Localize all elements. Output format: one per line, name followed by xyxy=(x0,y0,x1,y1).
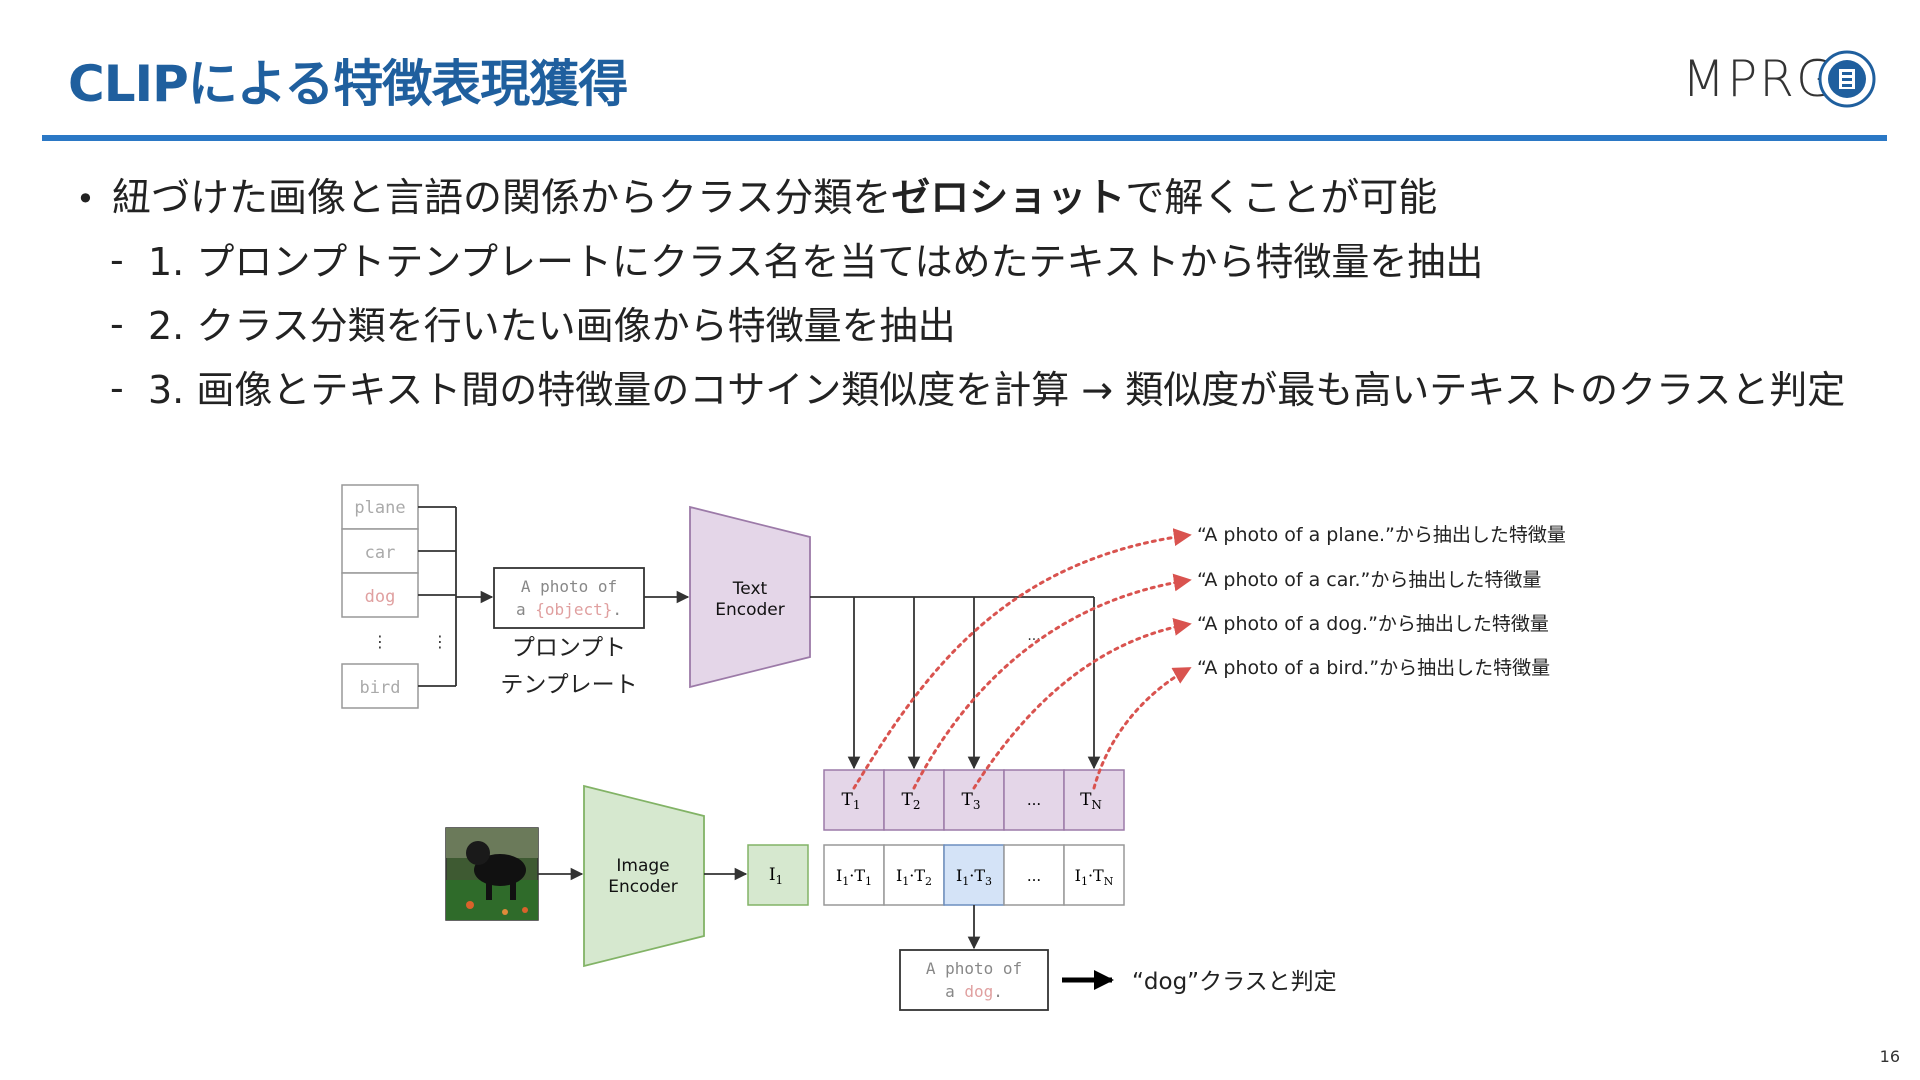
bullet-dot: • xyxy=(76,180,95,218)
text-encoder xyxy=(689,505,811,689)
bullet-sub-text: 3. 画像とテキスト間の特徴量のコサイン類似度を計算 → 類似度が最も高いテキス… xyxy=(148,368,1846,412)
bullet-main-bold: ゼロショット xyxy=(891,176,1126,221)
annotation-plane: “A photo of a plane.”から抽出した特徴量 xyxy=(1197,524,1566,546)
verdict-label: “dog”クラスと判定 xyxy=(1132,969,1337,995)
prompt-line1: A photo of xyxy=(521,577,617,596)
result-line1: A photo of xyxy=(926,959,1022,978)
page-number: 16 xyxy=(1879,1047,1900,1066)
mprg-logo: MPRG xyxy=(1682,48,1880,118)
university-seal-icon xyxy=(1818,50,1876,108)
annotation-bird: “A photo of a bird.”から抽出した特徴量 xyxy=(1197,657,1550,679)
text-feature-row: T1 T2 T3 ... TN xyxy=(823,769,1125,831)
prompt-line2: a {object}. xyxy=(516,600,622,619)
logo-text: MPRG xyxy=(1682,50,1837,108)
class-connectors xyxy=(418,506,494,687)
annotation-curves xyxy=(852,528,1192,790)
bullet-main: • 紐づけた画像と言語の関係からクラス分類をゼロショットで解くことが可能 xyxy=(70,168,1845,230)
class-list: plane car dog ⋮ ⋮ bird xyxy=(341,484,448,709)
connector-ellipsis: ⋮ xyxy=(432,632,448,651)
image-encoder-label-2: Encoder xyxy=(608,877,678,897)
it-cell-ellipsis: ... xyxy=(1027,867,1041,885)
class-label-bird: bird xyxy=(360,678,401,698)
class-label-car: car xyxy=(365,543,396,563)
class-label-plane: plane xyxy=(354,498,405,518)
bullet-sub-1: - 1. プロンプトテンプレートにクラス名を当てはめたテキストから特徴量を抽出 xyxy=(70,230,1845,294)
result-box xyxy=(899,949,1049,1011)
similarity-row: I1·T1 I1·T2 I1·T3 ... I1·TN xyxy=(823,844,1125,906)
input-image xyxy=(445,827,539,921)
prompt-caption-1: プロンプト xyxy=(512,635,626,661)
bullet-sub-3: - 3. 画像とテキスト間の特徴量のコサイン類似度を計算 → 類似度が最も高いテ… xyxy=(70,358,1845,422)
it-cell-2: I1·T2 xyxy=(896,866,932,888)
class-label-dog: dog xyxy=(365,587,396,607)
text-encoder-label-1: Text xyxy=(732,579,768,599)
bullet-main-text-post: で解くことが可能 xyxy=(1125,176,1438,221)
title-underline xyxy=(42,135,1887,141)
bullet-dash: - xyxy=(110,302,124,346)
image-feature-cell xyxy=(747,844,809,906)
it-cell-n: I1·TN xyxy=(1075,866,1114,888)
prompt-template-box xyxy=(493,567,645,629)
it-cell-3: I1·T3 xyxy=(956,866,992,888)
annotation-dog: “A photo of a dog.”から抽出した特徴量 xyxy=(1197,613,1549,635)
bullet-list: • 紐づけた画像と言語の関係からクラス分類をゼロショットで解くことが可能 - 1… xyxy=(70,168,1845,422)
class-box-bird xyxy=(341,663,419,709)
bullet-dash: - xyxy=(110,366,124,410)
t-cell-1: T1 xyxy=(842,790,861,812)
text-encoder-label-2: Encoder xyxy=(715,600,785,620)
image-encoder xyxy=(583,784,705,968)
image-encoder-label-1: Image xyxy=(616,856,669,876)
i-cell: I1 xyxy=(769,865,783,887)
bullet-main-text-pre: 紐づけた画像と言語の関係からクラス分類を xyxy=(112,176,892,221)
annotation-car: “A photo of a car.”から抽出した特徴量 xyxy=(1197,569,1541,591)
slide-title: CLIPによる特徴表現獲得 xyxy=(68,55,628,113)
class-box-plane xyxy=(341,484,419,530)
bullet-sub-text: 2. クラス分類を行いたい画像から特徴量を抽出 xyxy=(148,304,956,348)
bullet-sub-text: 1. プロンプトテンプレートにクラス名を当てはめたテキストから特徴量を抽出 xyxy=(148,240,1484,284)
highlight-cell xyxy=(943,844,1005,906)
text-feature-branches xyxy=(810,596,1101,770)
t-cell-n: TN xyxy=(1080,790,1102,812)
bullet-sub-2: - 2. クラス分類を行いたい画像から特徴量を抽出 xyxy=(70,294,1845,358)
class-ellipsis: ⋮ xyxy=(372,632,388,651)
it-cell-1: I1·T1 xyxy=(836,866,872,888)
t-cell-2: T2 xyxy=(902,790,921,812)
result-line2: a dog. xyxy=(945,982,1003,1001)
t-cell-3: T3 xyxy=(962,790,981,812)
prompt-caption-2: テンプレート xyxy=(500,672,637,698)
t-cell-ellipsis: ... xyxy=(1027,791,1041,809)
bullet-dash: - xyxy=(110,238,124,282)
